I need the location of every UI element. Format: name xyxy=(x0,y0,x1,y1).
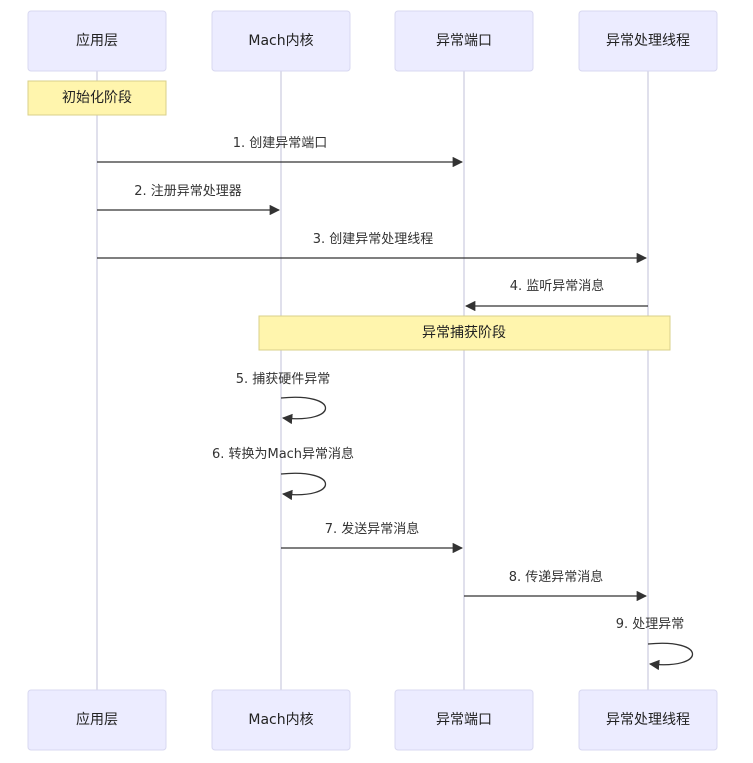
actor-label: 异常处理线程 xyxy=(606,712,690,728)
message-9-label: 9. 处理异常 xyxy=(616,617,685,632)
message-6[interactable]: 6. 转换为Mach异常消息 xyxy=(212,446,354,501)
message-6-arrow xyxy=(280,472,326,501)
actor-label: Mach内核 xyxy=(248,712,313,728)
actor-label: 应用层 xyxy=(76,711,118,728)
note-init[interactable]: 初始化阶段 xyxy=(27,80,167,116)
message-1[interactable]: 1. 创建异常端口 xyxy=(97,136,464,168)
actor-thread-bottom[interactable]: 异常处理线程 xyxy=(578,689,718,751)
message-3[interactable]: 3. 创建异常处理线程 xyxy=(97,232,648,264)
message-8[interactable]: 8. 传递异常消息 xyxy=(464,569,648,602)
message-4[interactable]: 4. 监听异常消息 xyxy=(464,278,648,312)
actor-thread-top[interactable]: 异常处理线程 xyxy=(578,10,718,72)
message-9-arrow xyxy=(647,642,693,671)
actor-port-top[interactable]: 异常端口 xyxy=(394,10,534,72)
message-9[interactable]: 9. 处理异常 xyxy=(616,617,693,671)
message-5[interactable]: 5. 捕获硬件异常 xyxy=(236,371,331,425)
note-init-label: 初始化阶段 xyxy=(62,89,132,106)
message-2-label: 2. 注册异常处理器 xyxy=(134,184,242,199)
message-6-label: 6. 转换为Mach异常消息 xyxy=(212,446,354,462)
messages: 1. 创建异常端口 2. 注册异常处理器 3. 创建异常处理线程 4. 监听异常… xyxy=(97,136,693,671)
message-7[interactable]: 7. 发送异常消息 xyxy=(281,521,464,554)
message-3-label: 3. 创建异常处理线程 xyxy=(313,232,434,247)
message-4-label: 4. 监听异常消息 xyxy=(510,278,605,294)
notes: 初始化阶段 异常捕获阶段 xyxy=(27,80,671,351)
message-5-arrow xyxy=(280,396,326,425)
actor-app-top[interactable]: 应用层 xyxy=(27,10,167,72)
actor-label: Mach内核 xyxy=(248,33,313,49)
message-8-label: 8. 传递异常消息 xyxy=(509,569,604,585)
actor-label: 应用层 xyxy=(76,32,118,49)
actor-label: 异常端口 xyxy=(436,33,492,49)
actors-top: 应用层 Mach内核 异常端口 异常处理线程 xyxy=(27,10,718,72)
message-5-label: 5. 捕获硬件异常 xyxy=(236,371,331,387)
actor-label: 异常端口 xyxy=(436,712,492,728)
actor-mach-bottom[interactable]: Mach内核 xyxy=(211,689,351,751)
message-7-label: 7. 发送异常消息 xyxy=(325,521,420,537)
actor-port-bottom[interactable]: 异常端口 xyxy=(394,689,534,751)
message-1-label: 1. 创建异常端口 xyxy=(233,136,328,151)
actors-bottom: 应用层 Mach内核 异常端口 异常处理线程 xyxy=(27,689,718,751)
lifelines xyxy=(96,71,649,690)
actor-app-bottom[interactable]: 应用层 xyxy=(27,689,167,751)
actor-label: 异常处理线程 xyxy=(606,33,690,49)
note-capture-label: 异常捕获阶段 xyxy=(422,325,506,341)
message-2[interactable]: 2. 注册异常处理器 xyxy=(97,184,281,216)
actor-mach-top[interactable]: Mach内核 xyxy=(211,10,351,72)
note-capture[interactable]: 异常捕获阶段 xyxy=(258,315,671,351)
